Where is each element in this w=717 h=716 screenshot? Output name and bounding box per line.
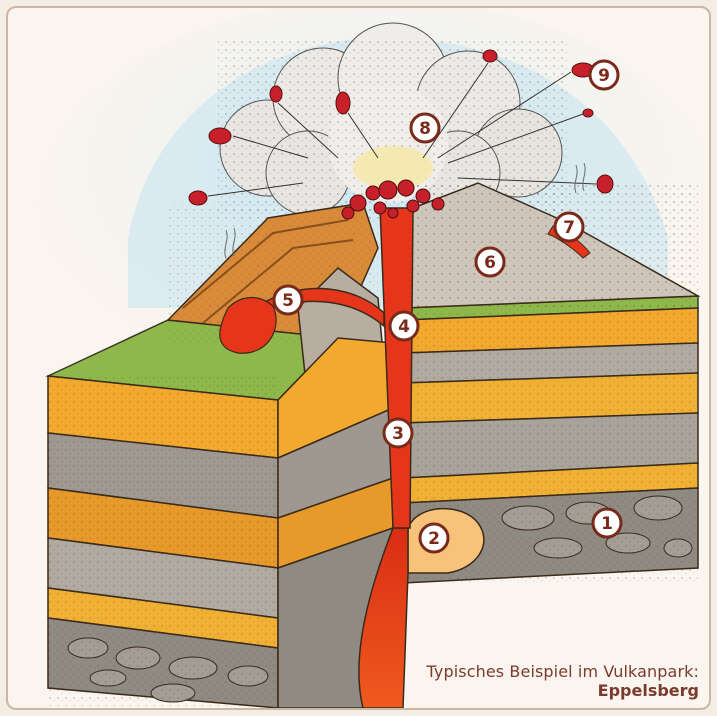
caption-line-2: Eppelsberg bbox=[427, 681, 699, 700]
marker-2-label: 2 bbox=[428, 529, 440, 549]
marker-5: 5 bbox=[274, 286, 302, 314]
caption-line-1: Typisches Beispiel im Vulkanpark: bbox=[427, 662, 699, 681]
marker-9: 9 bbox=[590, 61, 618, 89]
marker-1-label: 1 bbox=[601, 514, 613, 534]
marker-3: 3 bbox=[384, 419, 412, 447]
marker-3-label: 3 bbox=[392, 424, 404, 444]
marker-7: 7 bbox=[555, 213, 583, 241]
marker-6: 6 bbox=[476, 248, 504, 276]
marker-7-label: 7 bbox=[563, 218, 575, 238]
marker-4-label: 4 bbox=[398, 317, 410, 337]
marker-8: 8 bbox=[411, 114, 439, 142]
illustration-frame: 1 2 3 4 5 6 7 8 9 Typisches Beispiel im … bbox=[6, 6, 711, 710]
caption: Typisches Beispiel im Vulkanpark: Eppels… bbox=[427, 662, 699, 700]
marker-9-label: 9 bbox=[598, 66, 610, 86]
volcano-cross-section-diagram: 1 2 3 4 5 6 7 8 9 bbox=[8, 8, 711, 710]
marker-8-label: 8 bbox=[419, 119, 431, 139]
marker-6-label: 6 bbox=[484, 253, 496, 273]
marker-5-label: 5 bbox=[282, 291, 294, 311]
marker-1: 1 bbox=[593, 509, 621, 537]
marker-2: 2 bbox=[420, 524, 448, 552]
marker-4: 4 bbox=[390, 312, 418, 340]
